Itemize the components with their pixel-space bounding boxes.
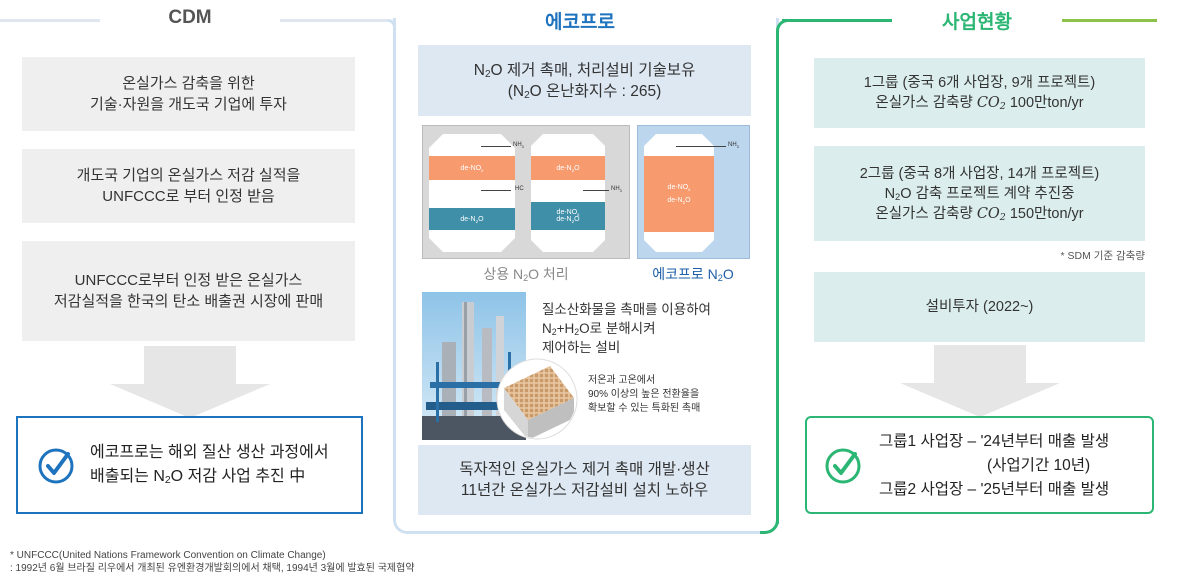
reactor-2: de-N2O de-NOx de-N2O bbox=[531, 134, 605, 252]
desc-line3: 제어하는 설비 bbox=[542, 340, 621, 355]
reactor-2-mixed-layer: de-NOx de-N2O bbox=[531, 202, 605, 230]
cdm-step-2-line1: 개도국 기업의 온실가스 저감 실적을 bbox=[76, 167, 301, 184]
catalyst-desc: 저온과 고온에서 90% 이상의 높은 전환율을 확보할 수 있는 특화된 촉매 bbox=[588, 374, 758, 416]
group2-box: 2그룹 (중국 8개 사업장, 14개 프로젝트) N2O 감축 프로젝트 계약… bbox=[814, 146, 1145, 241]
reactor-1-den2o-layer: de-N2O bbox=[429, 208, 515, 230]
ecopro-title: 에코프로 bbox=[545, 12, 615, 33]
cdm-step-1-line2: 기술·자원을 개도국 기업에 투자 bbox=[90, 96, 287, 113]
business-title: 사업현황 bbox=[942, 12, 1012, 33]
group1-line1: 1그룹 (중국 6개 사업장, 9개 프로젝트) bbox=[863, 75, 1096, 91]
reactor-1-denox-layer: de-NOx bbox=[429, 156, 515, 180]
group1-box: 1그룹 (중국 6개 사업장, 9개 프로젝트) 온실가스 감축량 CO2 10… bbox=[814, 58, 1145, 128]
group1-line2: 온실가스 감축량 CO2 100만ton/yr bbox=[875, 95, 1084, 112]
sdm-note: * SDM 기준 감축량 bbox=[1060, 250, 1145, 262]
footnote-line2: : 1992년 6월 브라질 리우에서 개최된 유엔환경개발회의에서 채택, 1… bbox=[10, 563, 415, 574]
cdm-header-line-left bbox=[0, 19, 100, 22]
desc-line1: 질소산화물을 촉매를 이용하여 bbox=[542, 302, 711, 317]
desc-line2: N2+H2O로 분해시켜 bbox=[542, 321, 656, 337]
plant-photo bbox=[422, 292, 526, 440]
business-result-line3: 그룹2 사업장 – '25년부터 매출 발생 bbox=[879, 481, 1110, 498]
ecopro-caption: 에코프로 N2O bbox=[652, 266, 734, 283]
cdm-header-line-right bbox=[280, 19, 388, 22]
catalyst-desc-line2: 90% 이상의 높은 전환율을 bbox=[588, 389, 700, 400]
investment-box: 설비투자 (2022~) bbox=[814, 272, 1145, 342]
ecopro-tech-box: N2O 제거 촉매, 처리설비 기술보유 (N2O 온난화지수 : 265) bbox=[418, 45, 751, 116]
business-result-line2: (사업기간 10년) bbox=[987, 457, 1091, 474]
reactor-2-nh3-label: NH3 bbox=[611, 186, 622, 193]
cdm-step-2-line2: UNFCCC로 부터 인정 받음 bbox=[102, 188, 275, 205]
catalyst-desc-line1: 저온과 고온에서 bbox=[588, 375, 656, 386]
business-header-line-right bbox=[1062, 19, 1157, 22]
honeycomb-catalyst-image bbox=[496, 358, 578, 440]
reactor-1-nh3-label: NH3 bbox=[513, 142, 524, 149]
ecopro-panel-bottom-corner bbox=[760, 516, 779, 534]
footnote-line1: * UNFCCC(United Nations Framework Conven… bbox=[10, 550, 326, 561]
reactor-2-den2o-layer: de-N2O bbox=[531, 156, 605, 180]
ecopro-n2o-diagram: de-NOx de-N2O NH3 bbox=[637, 125, 750, 259]
business-result-line1: 그룹1 사업장 – '24년부터 매출 발생 bbox=[879, 433, 1110, 450]
ecopro-reactor-layer: de-NOx de-N2O bbox=[644, 156, 714, 232]
cdm-down-arrow bbox=[110, 346, 270, 418]
cdm-step-1-line1: 온실가스 감축을 위한 bbox=[122, 75, 255, 92]
ecopro-tech-line1: N2O 제거 촉매, 처리설비 기술보유 bbox=[473, 61, 696, 80]
cdm-step-3-line1: UNFCCC로부터 인정 받은 온실가스 bbox=[74, 272, 303, 289]
cdm-result-line2: 배출되는 N2O 저감 사업 추진 中 bbox=[90, 468, 306, 486]
investment-line: 설비투자 (2022~) bbox=[925, 299, 1034, 315]
ecopro-panel-left-top bbox=[388, 19, 396, 45]
ecopro-tech-line2: (N2O 온난화지수 : 265) bbox=[507, 82, 662, 101]
commercial-caption: 상용 N2O 처리 bbox=[483, 266, 569, 283]
check-circle-icon bbox=[825, 448, 861, 484]
cdm-step-3: UNFCCC로부터 인정 받은 온실가스 저감실적을 한국의 탄소 배출권 시장… bbox=[22, 241, 355, 341]
group2-line1: 2그룹 (중국 8개 사업장, 14개 프로젝트) bbox=[859, 165, 1100, 182]
ecopro-knowhow-line2: 11년간 온실가스 저감설비 설치 노하우 bbox=[460, 482, 709, 499]
commercial-n2o-diagram: de-NOx de-N2O NH3 HC de-N2O de-NOx de-N2… bbox=[422, 125, 630, 259]
group2-line2: N2O 감축 프로젝트 계약 추진중 bbox=[884, 185, 1075, 202]
cdm-step-3-line2: 저감실적을 한국의 탄소 배출권 시장에 판매 bbox=[53, 293, 324, 310]
cdm-step-2: 개도국 기업의 온실가스 저감 실적을 UNFCCC로 부터 인정 받음 bbox=[22, 149, 355, 223]
ecopro-equipment-desc: 질소산화물을 촉매를 이용하여 N2+H2O로 분해시켜 제어하는 설비 bbox=[542, 300, 752, 357]
reactor-1: de-NOx de-N2O bbox=[429, 134, 515, 252]
reactor-1-hc-label: HC bbox=[515, 186, 524, 192]
cdm-result-box: 에코프로는 해외 질산 생산 과정에서 배출되는 N2O 저감 사업 추진 中 bbox=[16, 416, 363, 514]
ecopro-reactor-nh3-label: NH3 bbox=[728, 142, 739, 149]
cdm-title: CDM bbox=[168, 7, 212, 28]
ecopro-knowhow-line1: 독자적인 온실가스 제거 촉매 개발·생산 bbox=[459, 461, 710, 478]
group2-line3: 온실가스 감축량 CO2 150만ton/yr bbox=[875, 205, 1084, 223]
catalyst-desc-line3: 확보할 수 있는 특화된 촉매 bbox=[588, 403, 701, 414]
ecopro-panel-right-edge bbox=[776, 36, 779, 524]
ecopro-knowhow-box: 독자적인 온실가스 제거 촉매 개발·생산 11년간 온실가스 저감설비 설치 … bbox=[418, 445, 751, 515]
business-down-arrow bbox=[900, 345, 1060, 417]
business-result-box: 그룹1 사업장 – '24년부터 매출 발생 (사업기간 10년) 그룹2 사업… bbox=[805, 416, 1154, 514]
cdm-result-line1: 에코프로는 해외 질산 생산 과정에서 bbox=[90, 444, 329, 461]
check-circle-icon bbox=[38, 448, 74, 484]
cdm-step-1: 온실가스 감축을 위한 기술·자원을 개도국 기업에 투자 bbox=[22, 57, 355, 131]
footnote: * UNFCCC(United Nations Framework Conven… bbox=[10, 549, 610, 575]
ecopro-reactor: de-NOx de-N2O bbox=[644, 134, 714, 252]
ecopro-panel-right-top bbox=[776, 19, 788, 39]
business-header-line-left bbox=[782, 19, 892, 22]
